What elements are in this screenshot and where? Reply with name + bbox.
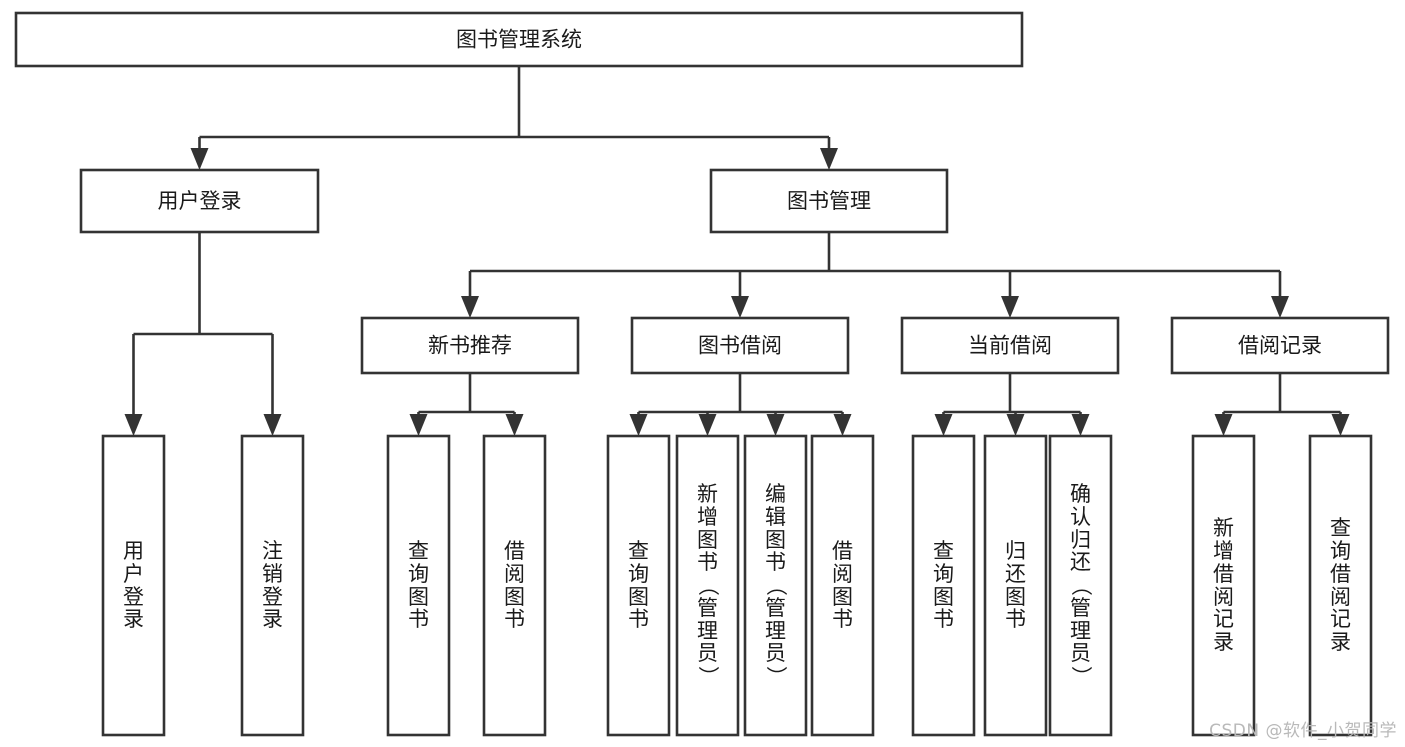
- node-box-leaf-borrow-book[interactable]: [810, 434, 875, 737]
- node-box-leaf-add-book[interactable]: [675, 434, 740, 737]
- arrow-head-icon: [833, 414, 852, 436]
- arrow-head-icon: [461, 296, 479, 318]
- arrow-head-icon: [1001, 296, 1019, 318]
- node-label-root: 图书管理系统: [456, 28, 582, 52]
- node-label-user-login: 用户登录: [158, 189, 242, 213]
- arrow-head-icon: [731, 296, 749, 318]
- node-box-leaf-query-book-borrow[interactable]: [606, 434, 671, 737]
- arrow-head-icon: [1214, 414, 1233, 436]
- arrow-head-icon: [934, 414, 953, 436]
- node-box-borrow-record[interactable]: [1170, 316, 1390, 375]
- node-box-leaf-edit-book[interactable]: [743, 434, 808, 737]
- arrow-head-icon: [190, 148, 209, 170]
- node-label-book-manage: 图书管理: [787, 189, 871, 213]
- node-box-leaf-return-book[interactable]: [983, 434, 1048, 737]
- watermark-text: CSDN @软件_小贺同学: [1209, 721, 1397, 741]
- node-box-leaf-add-record[interactable]: [1191, 434, 1256, 737]
- arrow-head-icon: [820, 148, 838, 170]
- node-box-new-book-rec[interactable]: [360, 316, 580, 375]
- connector-layer: [124, 66, 1350, 436]
- arrow-head-icon: [263, 414, 282, 436]
- node-label-current-borrow: 当前借阅: [968, 334, 1052, 358]
- node-box-current-borrow[interactable]: [900, 316, 1120, 375]
- node-box-leaf-confirm-return[interactable]: [1048, 434, 1113, 737]
- node-box-root[interactable]: [14, 11, 1024, 68]
- node-box-leaf-query-book-current[interactable]: [911, 434, 976, 737]
- node-box-user-login[interactable]: [79, 168, 320, 234]
- arrow-head-icon: [698, 414, 717, 436]
- node-box-leaf-user-logout[interactable]: [240, 434, 305, 737]
- arrow-head-icon: [505, 414, 524, 436]
- node-label-book-borrow: 图书借阅: [698, 334, 782, 358]
- arrow-head-icon: [766, 414, 785, 436]
- node-label-new-book-rec: 新书推荐: [428, 334, 512, 358]
- arrow-head-icon: [1006, 414, 1025, 436]
- node-box-leaf-user-login[interactable]: [101, 434, 166, 737]
- arrow-head-icon: [124, 414, 143, 436]
- node-box-book-borrow[interactable]: [630, 316, 850, 375]
- node-box-book-manage[interactable]: [709, 168, 949, 234]
- node-box-leaf-borrow-book-rec[interactable]: [482, 434, 547, 737]
- arrow-head-icon: [1071, 414, 1090, 436]
- arrow-head-icon: [409, 414, 428, 436]
- node-box-leaf-query-book-rec[interactable]: [386, 434, 451, 737]
- arrow-head-icon: [629, 414, 648, 436]
- arrow-head-icon: [1331, 414, 1350, 436]
- node-label-borrow-record: 借阅记录: [1238, 334, 1322, 358]
- node-box-leaf-query-record[interactable]: [1308, 434, 1373, 737]
- arrow-head-icon: [1271, 296, 1289, 318]
